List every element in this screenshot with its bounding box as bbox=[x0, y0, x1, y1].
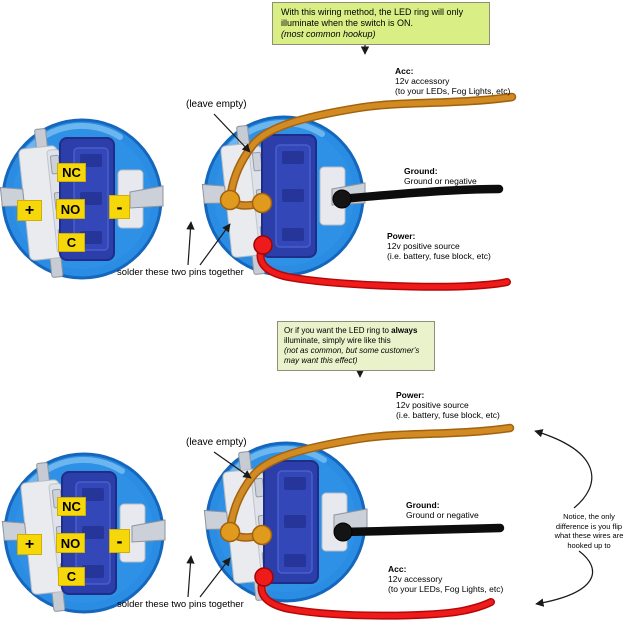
leave-empty-arrow-bottom bbox=[213, 451, 252, 479]
ground-title-top: Ground: bbox=[404, 166, 438, 176]
power-wire-top-highlight bbox=[258, 243, 510, 290]
note-top-text: With this wiring method, the LED ring wi… bbox=[281, 7, 464, 28]
solder-joint-no-bottom bbox=[251, 524, 273, 546]
notice-label: Notice, the only difference is you flip … bbox=[554, 512, 624, 550]
solder-joint-plus-top bbox=[219, 189, 241, 211]
note-top-italic: (most common hookup) bbox=[281, 29, 376, 39]
terminal-tag-no-bottom: NO bbox=[56, 533, 85, 553]
ground-title-bottom: Ground: bbox=[406, 500, 440, 510]
terminal-tag-c-top: C bbox=[58, 233, 85, 252]
notice-curved-arrow-to-acc bbox=[535, 550, 594, 607]
leave-empty-label-top: (leave empty) bbox=[186, 99, 247, 110]
acc-label-top: Acc: 12v accessory (to your LEDs, Fog Li… bbox=[395, 66, 510, 96]
power-label-bottom: Power: 12v positive source (i.e. battery… bbox=[396, 390, 500, 420]
power-desc2-bottom: (i.e. battery, fuse block, etc) bbox=[396, 410, 500, 420]
solder-arrow-left-top bbox=[186, 221, 195, 266]
solder-arrow-left-bottom bbox=[186, 555, 195, 598]
acc-desc2-top: (to your LEDs, Fog Lights, etc) bbox=[395, 86, 511, 96]
bottom-diagram-graphics bbox=[0, 365, 594, 620]
notice-curved-arrow-to-power bbox=[534, 429, 593, 509]
acc-desc2-bottom: (to your LEDs, Fog Lights, etc) bbox=[388, 584, 504, 594]
solder-arrow-right-bottom bbox=[199, 557, 231, 598]
acc-desc1-bottom: 12v accessory bbox=[388, 574, 443, 584]
wiring-note-top: With this wiring method, the LED ring wi… bbox=[272, 2, 490, 45]
terminal-tag-c-bottom: C bbox=[58, 567, 85, 586]
wiring-note-bottom: Or if you want the LED ring to always il… bbox=[277, 321, 435, 371]
acc-title-bottom: Acc: bbox=[388, 564, 407, 574]
leave-empty-label-bottom: (leave empty) bbox=[186, 437, 247, 448]
ground-label-top: Ground: Ground or negative bbox=[404, 166, 477, 186]
terminal-tag-minus-top: - bbox=[109, 195, 130, 219]
note-bottom-bold: always bbox=[391, 326, 418, 335]
ground-wire-bottom bbox=[338, 523, 505, 537]
solder-joint-plus-bottom bbox=[219, 521, 241, 543]
power-title-bottom: Power: bbox=[396, 390, 425, 400]
solder-label-bottom: solder these two pins together bbox=[117, 599, 244, 610]
terminal-tag-minus-bottom: - bbox=[109, 529, 130, 553]
power-desc1-top: 12v positive source bbox=[387, 241, 460, 251]
acc-wire-bottom-highlight bbox=[259, 575, 494, 619]
power-desc1-bottom: 12v positive source bbox=[396, 400, 469, 410]
leave-empty-arrow-top bbox=[213, 113, 251, 153]
note-bottom-pre: Or if you want the LED ring to bbox=[284, 326, 392, 335]
acc-title-top: Acc: bbox=[395, 66, 414, 76]
power-title-top: Power: bbox=[387, 231, 416, 241]
ground-wire-top bbox=[337, 184, 504, 204]
power-desc2-top: (i.e. battery, fuse block, etc) bbox=[387, 251, 491, 261]
top-diagram-graphics bbox=[0, 42, 517, 291]
note-bottom-italic: (not as common, but some customer's may … bbox=[284, 346, 420, 365]
terminal-tag-plus-top: + bbox=[17, 200, 42, 221]
solder-arrow-right-top bbox=[199, 223, 231, 266]
solder-label-top: solder these two pins together bbox=[117, 267, 244, 278]
ground-label-bottom: Ground: Ground or negative bbox=[406, 500, 479, 520]
power-label-top: Power: 12v positive source (i.e. battery… bbox=[387, 231, 491, 261]
solder-joint-c-bottom bbox=[254, 567, 274, 587]
note-bottom-mid: illuminate, simply wire like this bbox=[284, 336, 391, 345]
terminal-tag-no-top: NO bbox=[56, 199, 85, 219]
terminal-tag-plus-bottom: + bbox=[17, 534, 42, 555]
acc-desc1-top: 12v accessory bbox=[395, 76, 450, 86]
solder-joint-minus-bottom bbox=[333, 522, 353, 542]
acc-label-bottom: Acc: 12v accessory (to your LEDs, Fog Li… bbox=[388, 564, 503, 594]
solder-joint-no-top bbox=[251, 192, 273, 214]
terminal-tag-nc-bottom: NC bbox=[57, 497, 86, 516]
ground-desc1-top: Ground or negative bbox=[404, 176, 477, 186]
solder-joint-minus-top bbox=[332, 189, 352, 209]
solder-joint-c-top bbox=[253, 235, 273, 255]
ground-desc1-bottom: Ground or negative bbox=[406, 510, 479, 520]
terminal-tag-nc-top: NC bbox=[57, 163, 86, 182]
